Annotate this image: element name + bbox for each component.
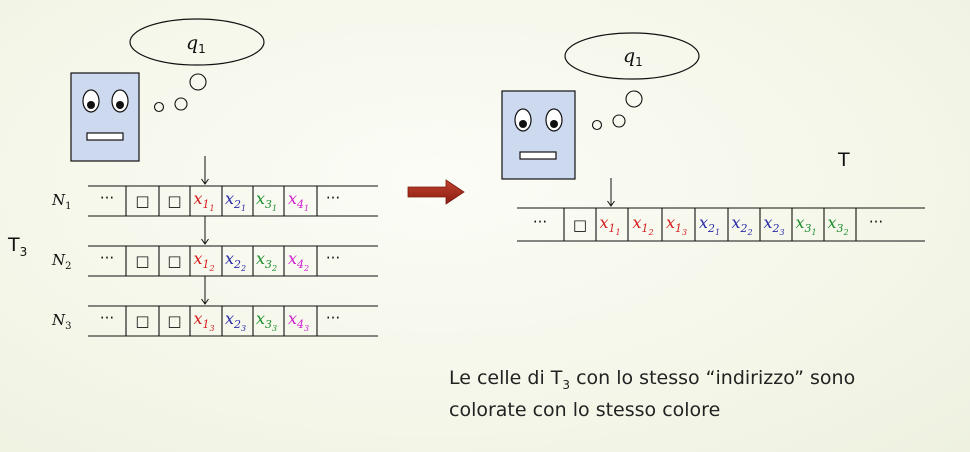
right-thought-bubble: [564, 32, 700, 80]
left-state-label: q1: [186, 32, 206, 56]
tape-symbol-3-1: x31: [256, 189, 277, 213]
tape-head-arrow: [201, 276, 209, 305]
transform-arrow: [407, 179, 465, 205]
tape-symbol-1-1: x11: [193, 189, 214, 213]
right-machine: q1: [501, 32, 700, 180]
left-robot-head: [70, 72, 140, 162]
tape-symbol-1-2: x12: [193, 249, 214, 273]
left-robot-pupil-left: [87, 101, 95, 109]
tape-N2: N2 ··· □ □ x12 x22 x32 x42 ···: [51, 216, 378, 277]
tape-ellipsis-right: ···: [326, 249, 340, 267]
tape-ellipsis-left: ···: [100, 189, 114, 207]
tape-symbol-3-1: x31: [795, 213, 816, 237]
right-thought-dot-medium: [612, 114, 626, 128]
tape-symbol-1-1: x11: [599, 213, 620, 237]
left-thought-bubble: [129, 18, 265, 66]
tape-ellipsis-left: ···: [100, 249, 114, 267]
tape-symbol-2-3: x23: [225, 309, 246, 333]
left-tape-group: N1 ··· □ □ x11 x21 x31 x41 ··· N2 ··· □ □ x12 x22 x32 x4…: [51, 156, 378, 337]
right-tape-group: ··· □ x11 x12 x13 x21 x22 x23 x31 x32 ···: [517, 178, 925, 242]
blank-cell-symbol: □: [167, 192, 181, 210]
tape-symbol-3-2: x32: [256, 249, 277, 273]
tape-symbol-2-1: x21: [225, 189, 246, 213]
left-thought-dot-medium: [174, 97, 188, 111]
tape-head-arrow: [201, 156, 209, 185]
tape-name: N3: [51, 311, 72, 332]
tape-symbol-1-3: x13: [666, 213, 687, 237]
tape-symbol-1-3: x13: [193, 309, 214, 333]
caption: Le celle di T3 con lo stesso “indirizzo”…: [449, 366, 929, 423]
caption-line-1: Le celle di T3 con lo stesso “indirizzo”…: [449, 367, 856, 392]
tape-ellipsis-right: ···: [869, 213, 883, 231]
blank-cell-symbol: □: [135, 252, 149, 270]
tape-ellipsis-right: ···: [326, 309, 340, 327]
tape-head-arrow: [607, 178, 615, 207]
tape-set-label: T3: [7, 234, 27, 259]
tape-symbol-3-2: x32: [827, 213, 848, 237]
tape-symbol-4-2: x42: [288, 249, 309, 273]
right-thought-dot-large: [625, 90, 643, 108]
left-robot-mouth: [86, 132, 124, 141]
right-state-label: q1: [623, 45, 643, 69]
caption-line-2: colorate con lo stesso colore: [449, 398, 721, 421]
tape-symbol-2-2: x22: [225, 249, 246, 273]
blank-cell-symbol: □: [135, 312, 149, 330]
blank-cell-symbol: □: [167, 312, 181, 330]
blank-cell-symbol: □: [135, 192, 149, 210]
right-robot-mouth: [519, 151, 557, 160]
tape-name: N1: [51, 191, 72, 212]
tape-symbol-4-1: x41: [288, 189, 309, 213]
tape-symbol-3-3: x33: [256, 309, 277, 333]
left-machine: q1: [70, 18, 265, 162]
tape-symbol-4-3: x43: [288, 309, 309, 333]
left-thought-dot-small: [153, 101, 165, 113]
tape-symbol-2-3: x23: [763, 213, 784, 237]
left-robot-pupil-right: [116, 101, 124, 109]
tape-N3: N3 ··· □ □ x13 x23 x33 x43 ···: [51, 276, 378, 337]
right-robot-pupil-left: [519, 120, 527, 128]
right-tape-label: T: [837, 149, 850, 171]
tape-ellipsis-left: ···: [533, 213, 547, 231]
tape-ellipsis-left: ···: [100, 309, 114, 327]
right-robot-head: [501, 90, 576, 180]
right-thought-dot-small: [591, 119, 603, 131]
tape-head-arrow: [201, 216, 209, 245]
tape-symbol-2-1: x21: [699, 213, 720, 237]
tape-symbol-2-2: x22: [731, 213, 752, 237]
tape-symbol-1-2: x12: [632, 213, 653, 237]
tape-name: N2: [51, 251, 72, 272]
blank-cell-symbol: □: [167, 252, 181, 270]
left-thought-dot-large: [189, 73, 207, 91]
right-robot-pupil-right: [550, 120, 558, 128]
tape-ellipsis-right: ···: [326, 189, 340, 207]
tape-N1: N1 ··· □ □ x11 x21 x31 x41 ···: [51, 156, 378, 217]
blank-cell-symbol: □: [573, 216, 587, 234]
